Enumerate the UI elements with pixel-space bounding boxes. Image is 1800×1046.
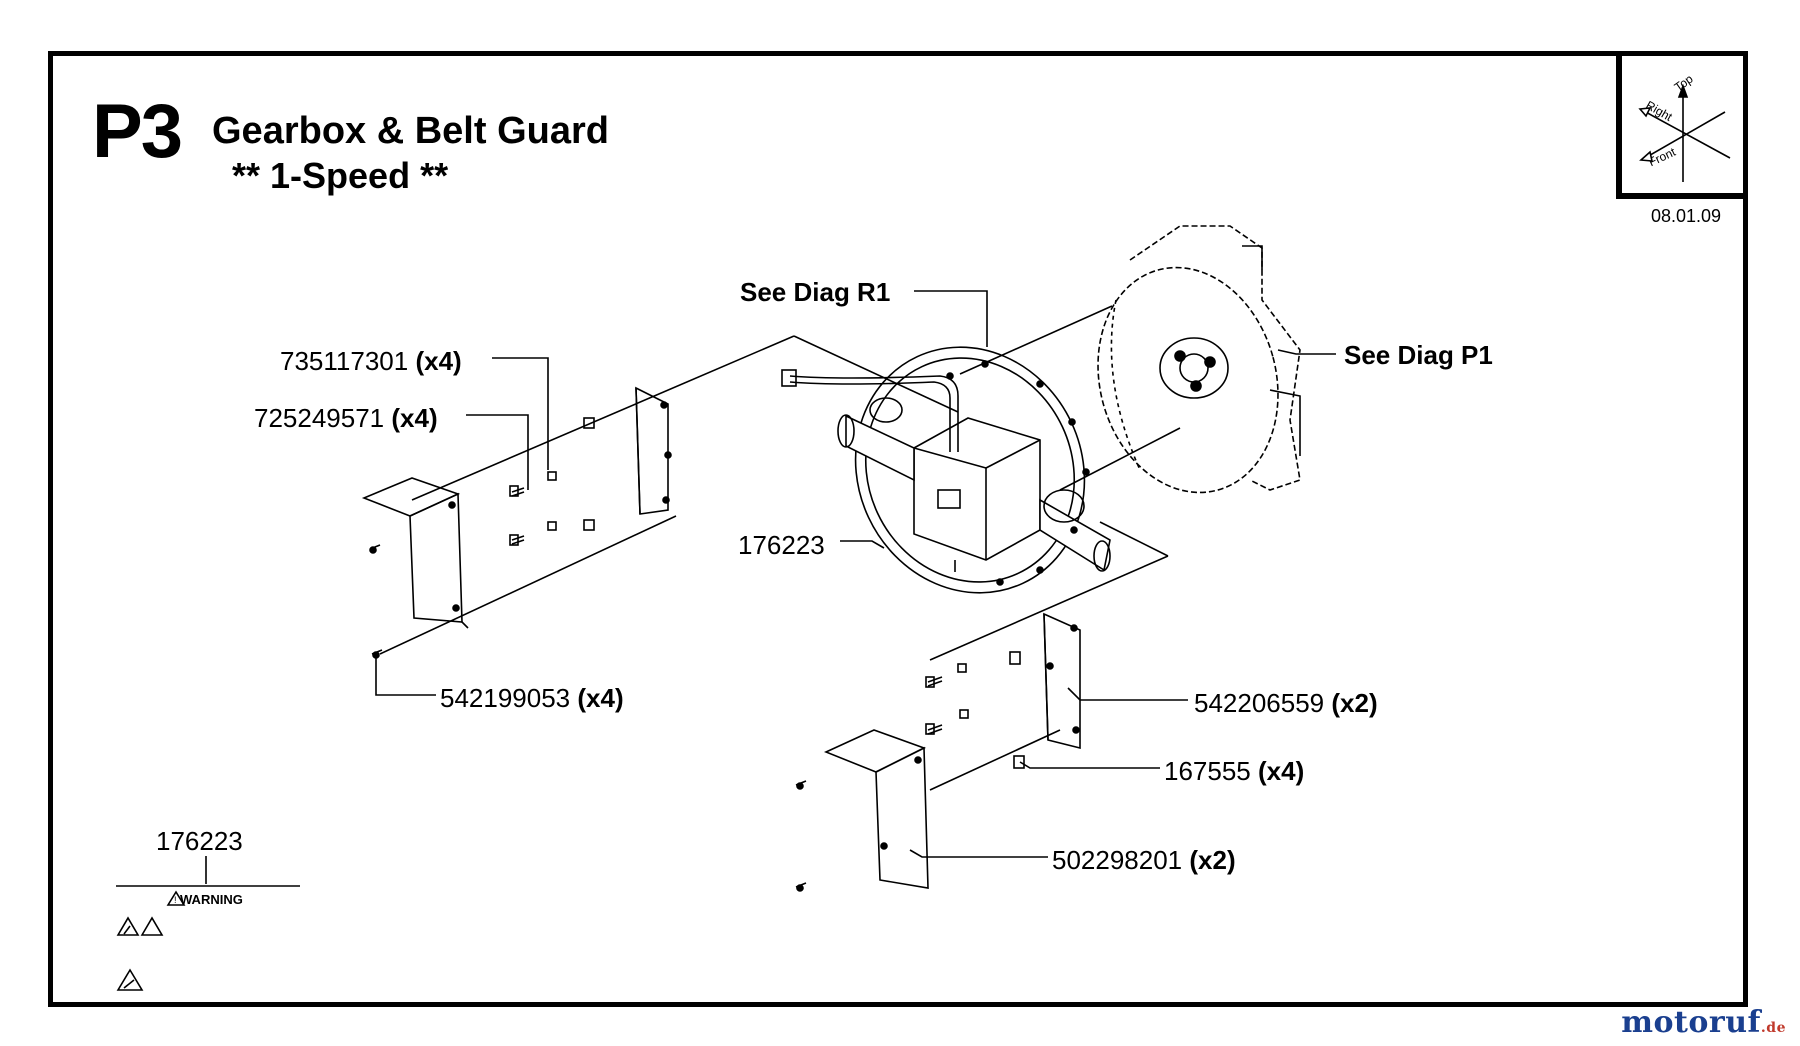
part-qty: (x2) bbox=[1331, 688, 1378, 718]
leader-542206559 bbox=[1067, 687, 1188, 701]
part-qty: (x4) bbox=[1258, 756, 1305, 786]
diagram-title: Gearbox & Belt Guard bbox=[212, 110, 609, 152]
diagram-date: 08.01.09 bbox=[1651, 206, 1722, 226]
part-label-735117301: 735117301 (x4) bbox=[280, 346, 462, 377]
part-label-167555: 167555 (x4) bbox=[1164, 756, 1304, 787]
part-label-542206559: 542206559 (x2) bbox=[1194, 688, 1378, 719]
part-number: 725249571 bbox=[254, 403, 385, 433]
watermark-main: motoruf bbox=[1621, 1005, 1761, 1040]
right-mounting-bracket bbox=[1043, 612, 1081, 750]
part-qty: (x4) bbox=[577, 683, 624, 713]
decal-warning-text: WARNING bbox=[180, 892, 243, 907]
part-label-176223: 176223 bbox=[738, 530, 825, 561]
warning-decal-icon: ! bbox=[116, 885, 300, 991]
part-qty: (x2) bbox=[1189, 845, 1236, 875]
left-mounting-bracket bbox=[635, 386, 672, 515]
part-label-725249571: 725249571 (x4) bbox=[254, 403, 438, 434]
leader-502298201 bbox=[909, 849, 1048, 858]
part-number: 176223 bbox=[738, 530, 825, 560]
see-diag-r1-label: See Diag R1 bbox=[740, 277, 891, 307]
part-label-542199053: 542199053 (x4) bbox=[440, 683, 624, 714]
gearbox-assembly bbox=[781, 346, 1111, 594]
orientation-axes-icon bbox=[1638, 83, 1731, 182]
leader-176223 bbox=[840, 540, 885, 549]
left-belt-guard bbox=[361, 477, 469, 629]
diagram-subtitle: ** 1-Speed ** bbox=[232, 155, 449, 196]
orientation-box bbox=[1616, 51, 1748, 199]
watermark-logo: motoruf.de bbox=[1621, 1005, 1786, 1040]
part-number: 167555 bbox=[1164, 756, 1251, 786]
part-qty: (x4) bbox=[415, 346, 462, 376]
right-belt-guard bbox=[823, 729, 929, 889]
leader-542199053 bbox=[375, 656, 436, 696]
left-fasteners bbox=[369, 417, 595, 659]
leader-167555 bbox=[1019, 761, 1160, 769]
part-label-502298201: 502298201 (x2) bbox=[1052, 845, 1236, 876]
part-number: 542199053 bbox=[440, 683, 571, 713]
right-fasteners bbox=[795, 651, 1025, 892]
see-diag-p1-label: See Diag P1 bbox=[1344, 340, 1493, 370]
part-number: 735117301 bbox=[280, 346, 409, 376]
leader-see-diag-p1 bbox=[1277, 349, 1336, 355]
part-number: 542206559 bbox=[1194, 688, 1325, 718]
watermark-domain: .de bbox=[1760, 1020, 1786, 1036]
part-number: 502298201 bbox=[1052, 845, 1183, 875]
svg-text:!: ! bbox=[174, 895, 177, 905]
diagram-code: P3 bbox=[92, 89, 183, 174]
leader-see-diag-r1 bbox=[914, 290, 988, 347]
leader-725249571 bbox=[466, 414, 529, 490]
decal-part-number: 176223 bbox=[156, 826, 243, 856]
diagram-frame bbox=[48, 51, 1748, 1007]
leader-735117301 bbox=[492, 357, 549, 470]
part-qty: (x4) bbox=[391, 403, 438, 433]
engine-housing bbox=[1097, 225, 1301, 494]
